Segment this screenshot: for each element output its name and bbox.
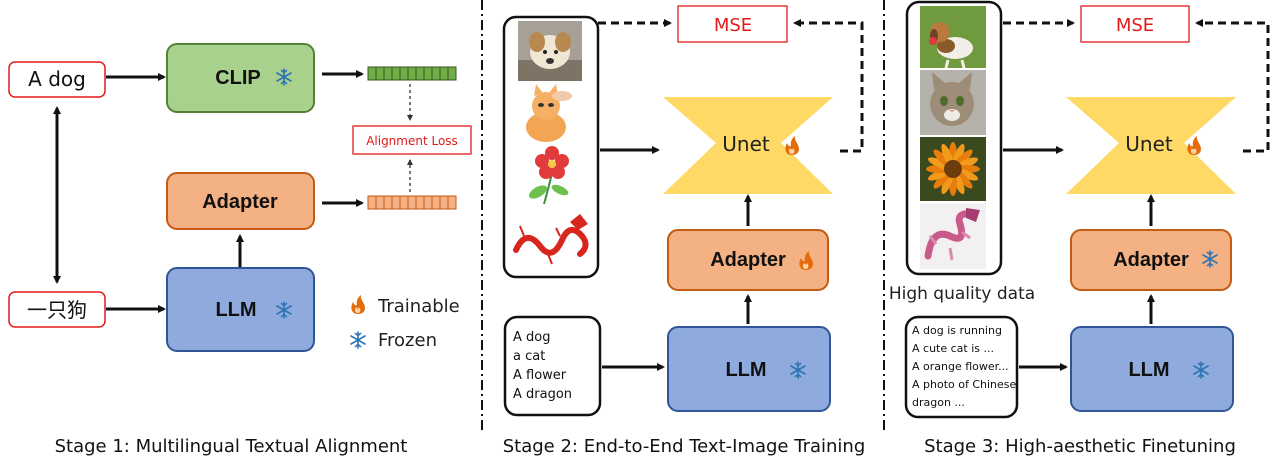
embedding-cell — [423, 66, 433, 81]
prompt-text: A dog is running — [912, 324, 1002, 337]
prompt-text: dragon ... — [912, 396, 965, 409]
embedding-cell — [407, 66, 417, 81]
stage3-caption: Stage 3: High-aesthetic Finetuning — [924, 436, 1236, 457]
arrow-unet-to-mse — [1195, 19, 1270, 153]
llm-label: LLM — [215, 299, 256, 321]
prompts-box — [503, 315, 602, 417]
embedding-cell — [415, 66, 425, 81]
stage1-panel: A dog 一只狗 CLIP Adapter LLM Alignment Los… — [8, 43, 472, 457]
cat-image — [518, 84, 582, 143]
stage2-panel: MSE Unet Adapter LLM A dog a cat A flowe… — [503, 5, 866, 457]
embedding-cell — [447, 66, 457, 81]
clip-embedding — [367, 66, 457, 81]
fire-icon — [351, 295, 365, 314]
tabby-cat-image — [920, 70, 986, 135]
embedding-cell — [439, 195, 449, 210]
mse-label: MSE — [1116, 15, 1154, 36]
input-english-box — [8, 61, 106, 98]
embedding-cell — [383, 195, 393, 210]
prompt-text: A photo of Chinese — [912, 378, 1017, 391]
unet-label: Unet — [722, 132, 770, 156]
adapter-label: Adapter — [202, 191, 278, 213]
embedding-cell — [447, 195, 457, 210]
llm-box — [667, 326, 831, 412]
unet-label: Unet — [1125, 132, 1173, 156]
input-chinese-box — [8, 291, 106, 328]
adapter-embedding — [367, 195, 457, 210]
llm-label: LLM — [1128, 359, 1169, 381]
unet-shape — [1066, 97, 1236, 194]
adapter-label: Adapter — [1113, 249, 1189, 271]
legend-trainable: Trainable — [377, 296, 460, 317]
hq-data-label: High quality data — [889, 284, 1035, 304]
clip-label: CLIP — [215, 67, 261, 89]
llm-label: LLM — [725, 359, 766, 381]
input-chinese-text: 一只狗 — [27, 298, 87, 322]
flower-image — [518, 146, 582, 206]
embedding-cell — [407, 195, 417, 210]
dragon-image — [510, 208, 594, 268]
arrow-unet-to-mse — [793, 19, 864, 153]
embedding-cell — [431, 195, 441, 210]
adapter-box — [166, 172, 315, 230]
beagle-image — [920, 6, 986, 69]
prompt-text: A dragon — [513, 387, 572, 402]
alignment-loss-label: Alignment Loss — [366, 134, 458, 148]
stage2-caption: Stage 2: End-to-End Text-Image Training — [503, 436, 866, 457]
prompts-box — [904, 315, 1019, 419]
embedding-cell — [383, 66, 393, 81]
input-english-text: A dog — [28, 67, 86, 91]
pink-dragon-image — [920, 203, 986, 269]
prompt-text: a cat — [513, 349, 545, 364]
embedding-cell — [423, 195, 433, 210]
fire-icon — [1187, 136, 1201, 155]
prompt-text: A flower — [513, 368, 567, 383]
adapter-box — [1070, 229, 1232, 291]
prompt-text: A dog — [513, 330, 550, 345]
orange-flower-image — [920, 137, 986, 201]
embedding-cell — [391, 66, 401, 81]
dog-image — [518, 21, 582, 81]
adapter-label: Adapter — [710, 249, 786, 271]
embedding-cell — [367, 66, 377, 81]
snowflake-icon — [350, 331, 366, 349]
stage1-caption: Stage 1: Multilingual Textual Alignment — [55, 436, 408, 457]
llm-box — [1070, 326, 1234, 412]
prompt-text: A cute cat is ... — [912, 342, 994, 355]
clip-box — [166, 43, 315, 113]
mse-box — [677, 5, 788, 43]
prompt-text: A orange flower... — [912, 360, 1009, 373]
embedding-cell — [375, 66, 385, 81]
embedding-cell — [399, 66, 409, 81]
fire-icon — [785, 136, 799, 155]
legend-frozen: Frozen — [378, 330, 437, 351]
embedding-cell — [439, 66, 449, 81]
mse-label: MSE — [714, 15, 752, 36]
embedding-cell — [367, 195, 377, 210]
alignment-loss-box — [352, 125, 472, 155]
embedding-cell — [415, 195, 425, 210]
stage3-panel: High quality data MSE Unet Adapter LLM A… — [889, 0, 1270, 457]
embedding-cell — [375, 195, 385, 210]
embedding-cell — [431, 66, 441, 81]
unet-shape — [663, 97, 833, 194]
adapter-box — [667, 229, 829, 291]
llm-box — [166, 267, 315, 352]
embedding-cell — [399, 195, 409, 210]
mse-box — [1080, 5, 1190, 43]
embedding-cell — [391, 195, 401, 210]
